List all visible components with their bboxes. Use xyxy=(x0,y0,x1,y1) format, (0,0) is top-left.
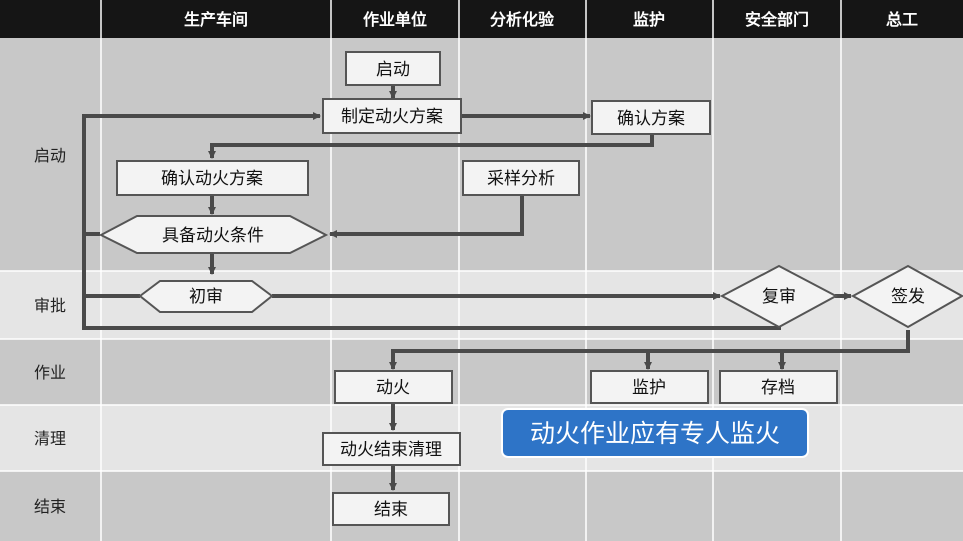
column-header-work-unit: 作业单位 xyxy=(363,10,427,29)
column-header-chief-engineer: 总工 xyxy=(886,10,918,29)
node-re-review-shape xyxy=(719,264,839,329)
node-sign-off: 签发 xyxy=(891,287,925,307)
node-confirm-plan-monitor: 确认方案 xyxy=(617,109,685,129)
node-fire-work: 动火 xyxy=(376,378,410,398)
column-header-lab-analysis: 分析化验 xyxy=(490,10,555,29)
node-start-box xyxy=(345,51,441,86)
node-first-review-shape xyxy=(138,280,274,313)
lane-label-start: 启动 xyxy=(34,146,66,165)
lane-label-approval: 审批 xyxy=(34,296,66,315)
node-confirm-fire-plan-box xyxy=(116,160,309,196)
node-confirm-plan-box xyxy=(591,100,711,135)
node-make-plan: 制定动火方案 xyxy=(341,107,443,127)
node-first-review: 初审 xyxy=(189,287,223,307)
node-archive-box xyxy=(719,370,838,404)
node-start: 启动 xyxy=(376,60,410,80)
node-confirm-fire-plan: 确认动火方案 xyxy=(161,169,263,189)
arrow-loop-to-plan xyxy=(82,112,321,236)
column-header-workshop: 生产车间 xyxy=(184,10,248,29)
connectors xyxy=(82,85,910,491)
node-re-review: 复审 xyxy=(762,287,796,307)
lane-label-end: 结束 xyxy=(34,497,66,516)
node-sampling: 采样分析 xyxy=(487,169,555,189)
arrow-confirm-to-workshop xyxy=(208,134,654,159)
callout-text: 动火作业应有专人监火 xyxy=(530,419,780,448)
lane-bg-end xyxy=(0,471,963,541)
node-end-box xyxy=(332,492,450,526)
node-end: 结束 xyxy=(374,500,408,520)
node-fire-box xyxy=(334,370,453,404)
node-sign-off-shape xyxy=(850,264,963,329)
node-conditions-ready: 具备动火条件 xyxy=(162,226,264,246)
node-conditions-shape xyxy=(98,215,329,254)
line-rereview-loop xyxy=(82,234,781,330)
node-monitor-box xyxy=(590,370,709,404)
arrow-signoff-to-fire xyxy=(389,330,910,370)
node-monitor-task: 监护 xyxy=(632,378,666,398)
column-header-monitor: 监护 xyxy=(633,10,665,29)
node-make-plan-box xyxy=(322,98,462,134)
node-archive: 存档 xyxy=(761,378,795,398)
lane-bg-cleanup xyxy=(0,405,963,471)
node-cleanup-box xyxy=(322,432,461,466)
column-header-safety-dept: 安全部门 xyxy=(745,10,809,29)
callout-box xyxy=(501,408,809,458)
lane-label-cleanup: 清理 xyxy=(34,429,66,448)
header-bar xyxy=(0,0,963,38)
lane-label-work: 作业 xyxy=(34,363,66,382)
node-cleanup: 动火结束清理 xyxy=(340,440,442,460)
node-sampling-box xyxy=(462,160,580,196)
arrow-sampling-to-conditions xyxy=(329,195,524,238)
